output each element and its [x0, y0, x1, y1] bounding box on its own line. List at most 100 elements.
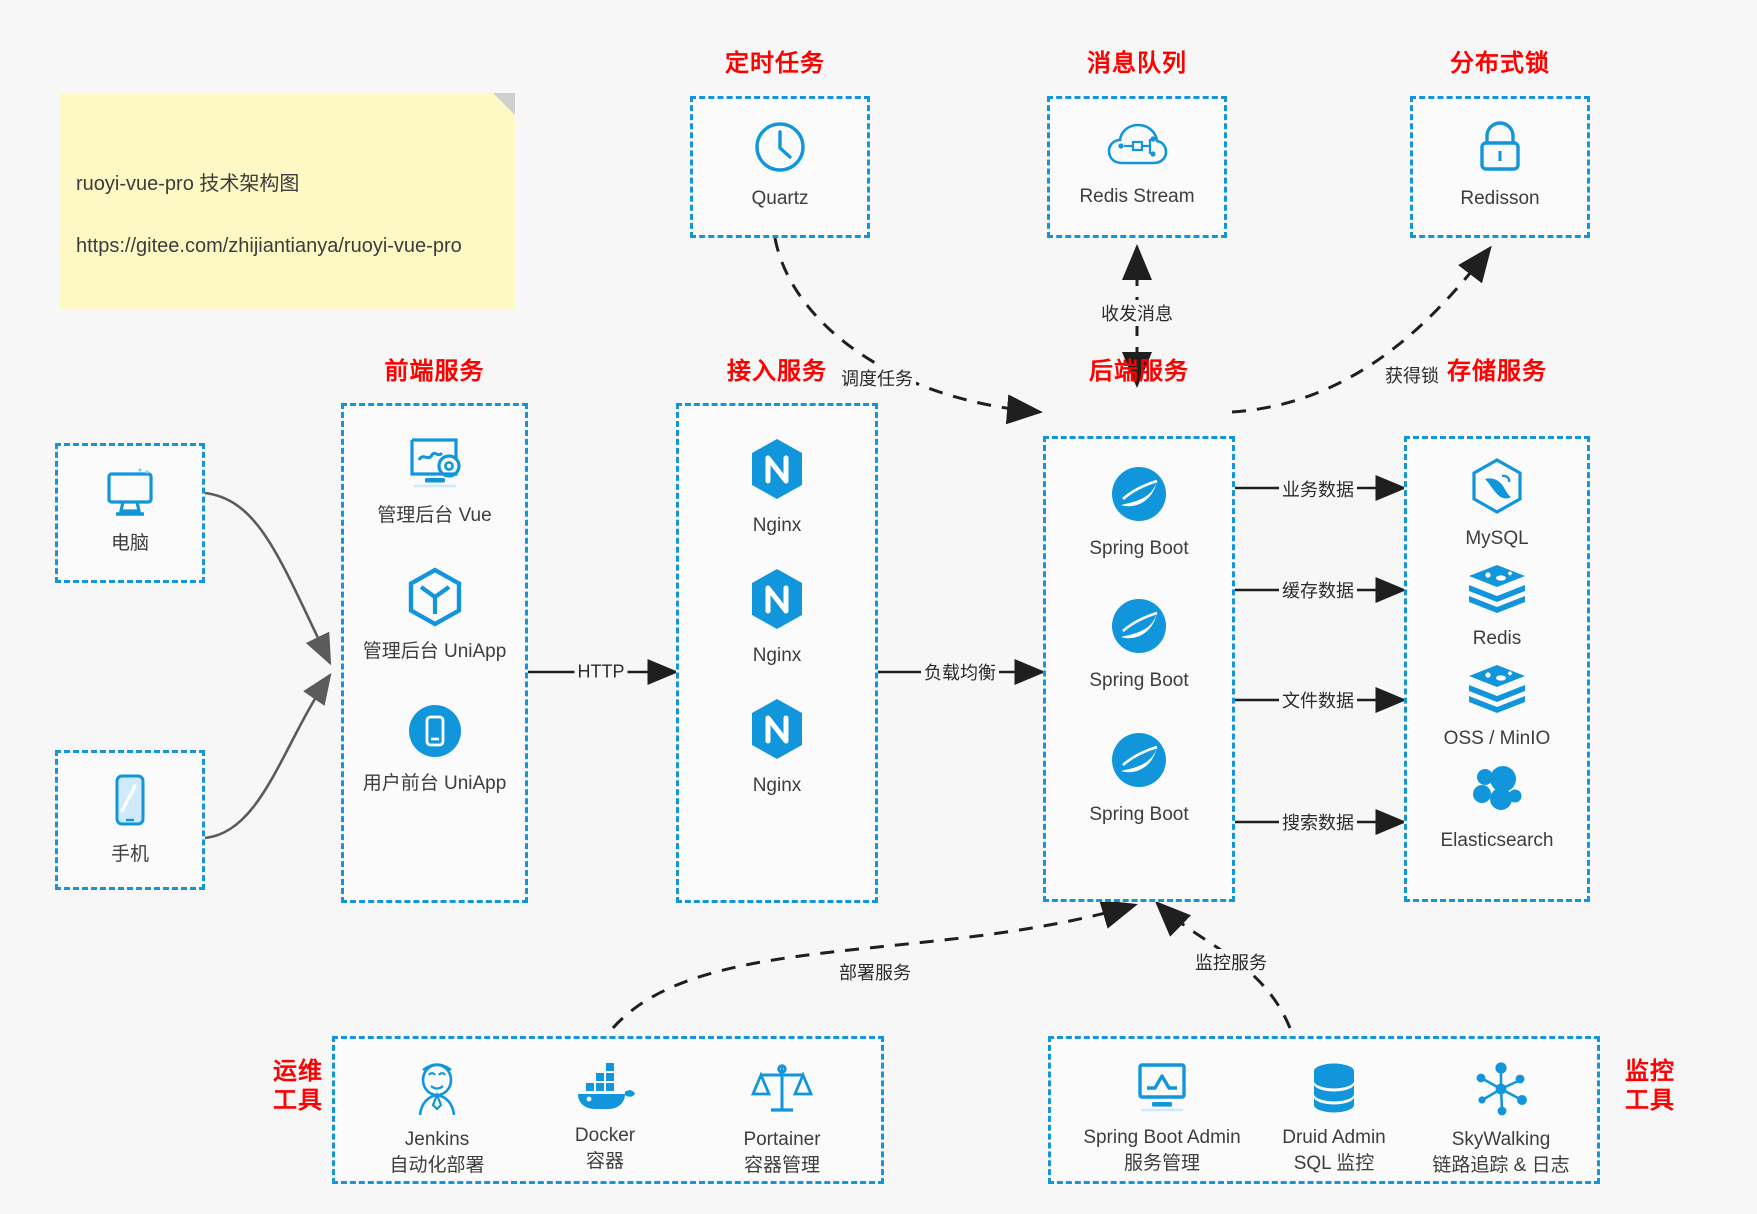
node-label: Redis Stream	[1079, 186, 1195, 207]
node-nginx-1[interactable]: Nginx	[679, 436, 875, 538]
node-redisson[interactable]: Redisson	[1413, 119, 1587, 211]
note-line-url: https://gitee.com/zhijiantianya/ruoyi-vu…	[76, 235, 462, 257]
node-spring-boot-3[interactable]: Spring Boot	[1046, 729, 1232, 827]
node-quartz[interactable]: Quartz	[693, 119, 867, 211]
group-title-frontend: 前端服务	[384, 358, 485, 385]
monitor-chart-icon	[1059, 1061, 1265, 1120]
edge-label-file-data: 文件数据	[1279, 687, 1357, 713]
group-title-message-queue: 消息队列	[1087, 50, 1187, 77]
edge-label-cache-data: 缓存数据	[1279, 577, 1357, 603]
group-title-gateway: 接入服务	[727, 358, 827, 385]
node-label: Spring Boot	[1089, 804, 1189, 825]
group-box-distributed-lock: Redisson	[1410, 96, 1590, 238]
elasticsearch-icon	[1407, 763, 1587, 822]
group-title-backend: 后端服务	[1089, 358, 1189, 385]
node-oss-minio[interactable]: OSS / MinIO	[1407, 663, 1587, 751]
node-elasticsearch[interactable]: Elasticsearch	[1407, 763, 1587, 853]
node-label: Jenkins 自动化部署	[389, 1129, 484, 1176]
group-title-scheduled-task: 定时任务	[725, 50, 825, 77]
node-user-uniapp[interactable]: 用户前台 UniApp	[344, 702, 525, 796]
group-title-devops: 运维 工具	[273, 1058, 323, 1115]
node-spring-boot-admin[interactable]: Spring Boot Admin 服务管理	[1059, 1061, 1265, 1177]
node-nginx-3[interactable]: Nginx	[679, 696, 875, 798]
node-label: OSS / MinIO	[1443, 728, 1551, 749]
group-box-storage: MySQL Redis	[1404, 436, 1590, 902]
edge-label-schedule-task: 调度任务	[838, 365, 916, 391]
node-redis-stream[interactable]: Redis Stream	[1050, 121, 1224, 209]
node-mysql[interactable]: MySQL	[1407, 457, 1587, 551]
sticky-note: ruoyi-vue-pro 技术架构图 https://gitee.com/zh…	[60, 93, 515, 309]
edge-label-search-data: 搜索数据	[1279, 809, 1357, 835]
spring-boot-icon	[1046, 463, 1232, 530]
node-label: MySQL	[1465, 528, 1529, 549]
portainer-scales-icon	[697, 1061, 867, 1122]
monitor-settings-icon	[344, 434, 525, 497]
spring-boot-icon	[1046, 595, 1232, 662]
jenkins-butler-icon	[357, 1061, 517, 1122]
node-desc: 链路追踪 & 日志	[1432, 1154, 1570, 1176]
database-stack-icon	[1251, 1061, 1417, 1120]
skywalking-node-icon	[1403, 1061, 1599, 1122]
node-admin-uniapp[interactable]: 管理后台 UniApp	[344, 566, 525, 664]
node-name: Spring Boot Admin	[1083, 1127, 1241, 1148]
node-label: Nginx	[752, 775, 802, 796]
mobile-app-icon	[344, 702, 525, 765]
node-name: Druid Admin	[1282, 1127, 1386, 1148]
object-storage-icon	[1407, 663, 1587, 720]
nginx-icon	[679, 696, 875, 767]
edge-label-monitor-service: 监控服务	[1192, 949, 1270, 975]
nginx-icon	[679, 436, 875, 507]
node-nginx-2[interactable]: Nginx	[679, 566, 875, 668]
node-label: Spring Boot	[1089, 538, 1189, 559]
clock-icon	[693, 119, 867, 180]
node-label: Quartz	[751, 188, 809, 209]
edge-label-deploy-service: 部署服务	[836, 959, 914, 985]
group-title-distributed-lock: 分布式锁	[1450, 50, 1550, 77]
docker-whale-icon	[525, 1061, 685, 1118]
node-label: 用户前台 UniApp	[362, 773, 507, 794]
node-label: Redis	[1472, 628, 1522, 649]
node-label: 管理后台 UniApp	[362, 641, 507, 662]
node-name: Jenkins	[404, 1129, 470, 1150]
group-box-client-computer: 电脑	[55, 443, 205, 583]
edge-label-send-receive-message: 收发消息	[1098, 300, 1176, 326]
node-label: Spring Boot	[1089, 670, 1189, 691]
cloud-stream-icon	[1050, 121, 1224, 178]
node-spring-boot-1[interactable]: Spring Boot	[1046, 463, 1232, 561]
group-box-message-queue: Redis Stream	[1047, 96, 1227, 238]
note-line-title: ruoyi-vue-pro 技术架构图	[76, 173, 300, 195]
node-redis[interactable]: Redis	[1407, 563, 1587, 651]
spring-boot-icon	[1046, 729, 1232, 796]
node-label: Nginx	[752, 645, 802, 666]
node-label: Redisson	[1460, 188, 1540, 209]
node-desc: 自动化部署	[389, 1154, 485, 1176]
node-label: 手机	[110, 844, 149, 865]
node-phone[interactable]: 手机	[58, 773, 202, 867]
desktop-computer-icon	[58, 468, 202, 525]
edge-label-acquire-lock: 获得锁	[1382, 362, 1442, 388]
node-label: Spring Boot Admin 服务管理	[1083, 1127, 1240, 1174]
node-jenkins[interactable]: Jenkins 自动化部署	[357, 1061, 517, 1179]
nginx-icon	[679, 566, 875, 637]
mysql-dolphin-icon	[1407, 457, 1587, 520]
edge-label-business-data: 业务数据	[1279, 476, 1357, 502]
node-name: Docker	[574, 1125, 636, 1146]
node-label: 电脑	[110, 533, 149, 554]
node-desc: 容器管理	[743, 1154, 820, 1176]
redis-stack-icon	[1407, 563, 1587, 620]
node-admin-vue[interactable]: 管理后台 Vue	[344, 434, 525, 528]
node-desc: 服务管理	[1123, 1152, 1200, 1174]
node-computer[interactable]: 电脑	[58, 468, 202, 556]
node-desc: SQL 监控	[1293, 1152, 1375, 1174]
mobile-phone-icon	[58, 773, 202, 836]
node-spring-boot-2[interactable]: Spring Boot	[1046, 595, 1232, 693]
